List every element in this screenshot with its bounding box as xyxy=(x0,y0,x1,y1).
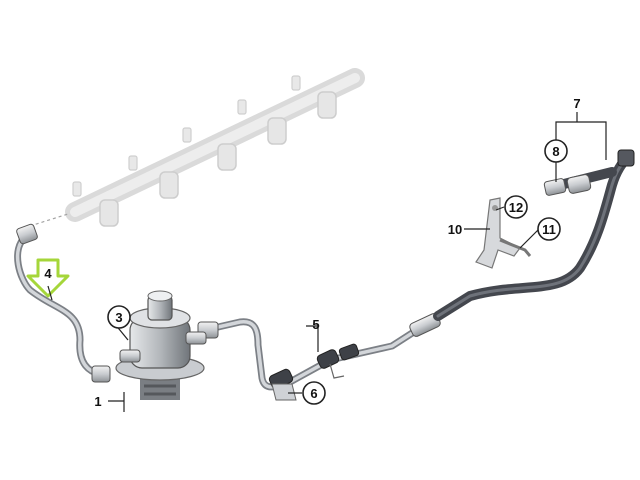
hose-bracket-10 xyxy=(475,197,532,269)
callout-1: 1 xyxy=(94,394,101,409)
high-pressure-line-4 xyxy=(14,223,111,383)
callout-6: 6 xyxy=(302,381,326,405)
highlight-arrow-4 xyxy=(26,258,70,298)
callout-8: 8 xyxy=(544,139,568,163)
fuel-hose-7 xyxy=(433,149,635,321)
callout-5: 5 xyxy=(312,317,319,332)
callout-10: 10 xyxy=(448,222,462,237)
svg-text:6: 6 xyxy=(310,386,317,401)
callout-4: 4 xyxy=(44,266,52,281)
callout-3: 3 xyxy=(107,305,131,329)
svg-text:11: 11 xyxy=(542,222,556,237)
fuel-feed-line-5 xyxy=(197,313,441,401)
fuel-rail-ghost xyxy=(29,68,365,227)
svg-text:8: 8 xyxy=(552,144,559,159)
svg-text:3: 3 xyxy=(115,310,122,325)
high-pressure-pump-1 xyxy=(115,290,207,400)
callout-11: 11 xyxy=(537,217,561,241)
callout-7: 7 xyxy=(573,96,580,111)
svg-text:12: 12 xyxy=(509,200,523,215)
callout-12: 12 xyxy=(504,195,528,219)
